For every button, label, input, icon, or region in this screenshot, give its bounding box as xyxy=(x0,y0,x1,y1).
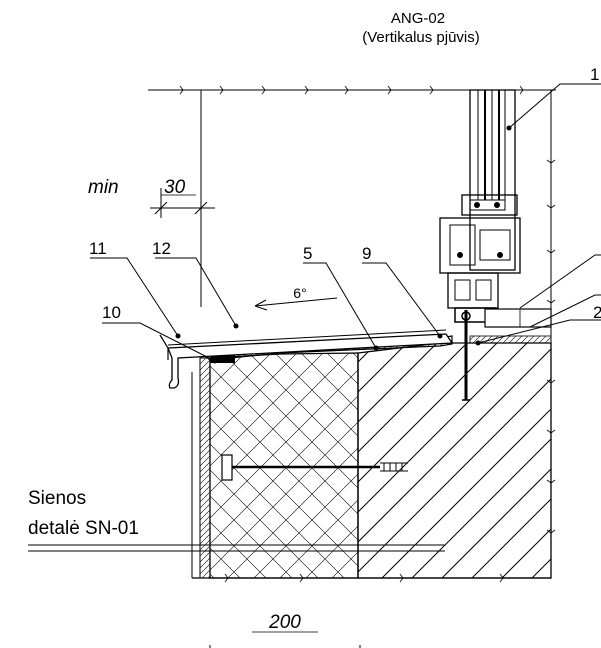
callout-5 xyxy=(303,262,379,351)
callout-edge-leaders xyxy=(519,254,601,328)
callout-10 xyxy=(102,322,218,364)
callout-9-label: 9 xyxy=(362,244,371,263)
width-dimension xyxy=(209,631,361,648)
callout-12-label: 12 xyxy=(152,239,171,258)
callout-2 xyxy=(475,319,601,346)
slope-indicator xyxy=(254,297,338,311)
callout-11 xyxy=(90,257,181,339)
wall-reference-line2: detalė SN-01 xyxy=(28,518,139,539)
callout-11-label: 11 xyxy=(89,239,107,258)
min-label: min xyxy=(88,177,119,198)
width-dimension-label: 200 xyxy=(268,612,301,633)
drawing-title: ANG-02 xyxy=(391,10,445,27)
interior-sill xyxy=(469,308,552,344)
outer-sill-flashing xyxy=(167,333,454,389)
anchor-bolt xyxy=(462,310,470,401)
drawing-subtitle: (Vertikalus pjūvis) xyxy=(362,29,480,46)
min-value: 30 xyxy=(164,177,186,198)
callout-12 xyxy=(155,257,239,329)
wall-reference-line1: Sienos xyxy=(28,488,86,509)
masonry-wall xyxy=(357,342,552,579)
callout-9 xyxy=(362,262,443,339)
sealing-tape xyxy=(210,353,235,363)
callout-1-label: 1 xyxy=(590,65,599,84)
callout-5-label: 5 xyxy=(303,244,312,263)
callout-2-label: 2 xyxy=(593,303,601,322)
sill-drip-nose xyxy=(159,334,169,360)
callout-10-label: 10 xyxy=(102,303,121,322)
slope-label: 6° xyxy=(293,285,306,301)
min-dimension xyxy=(150,188,215,218)
wall-reference-line xyxy=(28,544,445,552)
callout-1 xyxy=(506,83,601,131)
window-frame xyxy=(439,89,521,323)
insulation-dowel xyxy=(221,454,408,481)
sill-top-edge xyxy=(167,329,447,346)
bottom-break-line xyxy=(192,573,551,583)
